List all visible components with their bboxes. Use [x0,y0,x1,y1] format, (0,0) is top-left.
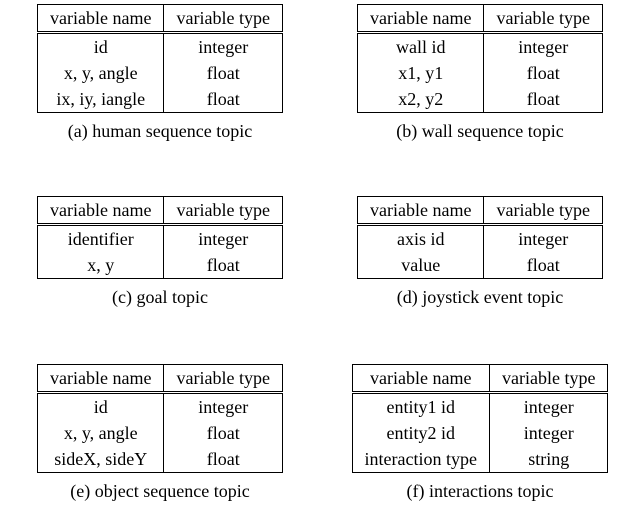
table-interactions: variable name variable type entity1 id i… [351,364,609,473]
table-header-row: variable name variable type [37,196,283,226]
column-header-variable-name: variable name [352,364,490,394]
figure-caption-c: (c) goal topic [112,287,208,307]
figure-caption-f: (f) interactions topic [406,481,554,501]
variable-type-cell: float [163,86,283,113]
column-header-variable-type: variable type [488,364,608,394]
variable-name-cell: x, y [87,255,115,275]
variable-type-cell: integer [483,32,603,60]
variable-type-cell: float [483,252,603,279]
variable-type-cell: integer [163,392,283,420]
column-header-variable-type: variable type [163,364,283,394]
figure-human-sequence-topic: variable name variable type id integer x… [0,0,320,169]
figure-caption-e: (e) object sequence topic [70,481,250,501]
table-row: id integer [38,32,283,60]
table-row: x, y, angle float [38,60,283,86]
figure-caption-a: (a) human sequence topic [67,121,253,141]
table-row: value float [358,252,603,279]
table-row: x1, y1 float [358,60,603,86]
table-row: x2, y2 float [358,86,603,113]
variable-name-cell: x, y, angle [63,63,138,83]
figure-caption-d: (d) joystick event topic [396,287,564,307]
variable-name-cell: ix, iy, iangle [56,89,146,109]
variable-type-cell: integer [488,420,608,446]
column-header-variable-type: variable type [163,196,283,226]
variable-type-cell: float [483,86,603,113]
figure-wall-sequence-topic: variable name variable type wall id inte… [320,0,640,169]
table-object-sequence: variable name variable type id integer x… [37,364,283,473]
variable-name-cell: sideX, sideY [54,449,148,469]
variable-type-cell: string [488,446,608,473]
column-header-variable-name: variable name [37,364,164,394]
column-header-variable-type: variable type [483,4,603,34]
variable-name-cell: id [93,37,108,57]
variable-type-cell: float [163,420,283,446]
variable-name-cell: entity2 id [386,423,456,443]
variable-name-cell: id [93,397,108,417]
variable-type-cell: integer [163,32,283,60]
figure-goal-topic: variable name variable type identifier i… [0,169,320,338]
variable-type-cell: float [483,60,603,86]
column-header-variable-name: variable name [357,4,484,34]
variable-name-cell: wall id [396,37,446,57]
column-header-variable-type: variable type [483,196,603,226]
table-row: interaction type string [352,446,608,473]
table-row: x, y, angle float [38,420,283,446]
table-row: ix, iy, iangle float [38,86,283,113]
column-header-variable-name: variable name [37,196,164,226]
table-row: entity2 id integer [352,420,608,446]
column-header-variable-name: variable name [37,4,164,34]
table-goal: variable name variable type identifier i… [37,196,283,279]
variable-type-cell: float [163,60,283,86]
variable-name-cell: identifier [67,229,134,249]
variable-name-cell: interaction type [364,449,477,469]
column-header-variable-type: variable type [163,4,283,34]
table-wall-sequence: variable name variable type wall id inte… [357,4,603,113]
table-row: wall id integer [358,32,603,60]
variable-name-cell: entity1 id [386,397,456,417]
table-header-row: variable name variable type [37,364,283,394]
table-row: entity1 id integer [352,392,608,420]
variable-type-cell: integer [163,224,283,252]
table-row: sideX, sideY float [38,446,283,473]
variable-type-cell: float [163,446,283,473]
table-joystick-event: variable name variable type axis id inte… [357,196,603,279]
variable-type-cell: float [163,252,283,279]
figure-interactions-topic: variable name variable type entity1 id i… [320,338,640,508]
table-header-row: variable name variable type [352,364,608,394]
column-header-variable-name: variable name [357,196,484,226]
figure-caption-b: (b) wall sequence topic [396,121,564,141]
variable-type-cell: integer [488,392,608,420]
variable-name-cell: x1, y1 [398,63,444,83]
table-row: x, y float [38,252,283,279]
table-human-sequence: variable name variable type id integer x… [37,4,283,113]
table-row: identifier integer [38,224,283,252]
variable-name-cell: x2, y2 [398,89,444,109]
figure-object-sequence-topic: variable name variable type id integer x… [0,338,320,508]
figure-joystick-event-topic: variable name variable type axis id inte… [320,169,640,338]
variable-name-cell: axis id [397,229,445,249]
table-header-row: variable name variable type [357,4,603,34]
table-header-row: variable name variable type [37,4,283,34]
table-header-row: variable name variable type [357,196,603,226]
variable-type-cell: integer [483,224,603,252]
table-row: id integer [38,392,283,420]
table-row: axis id integer [358,224,603,252]
variable-name-cell: x, y, angle [63,423,138,443]
variable-name-cell: value [401,255,441,275]
